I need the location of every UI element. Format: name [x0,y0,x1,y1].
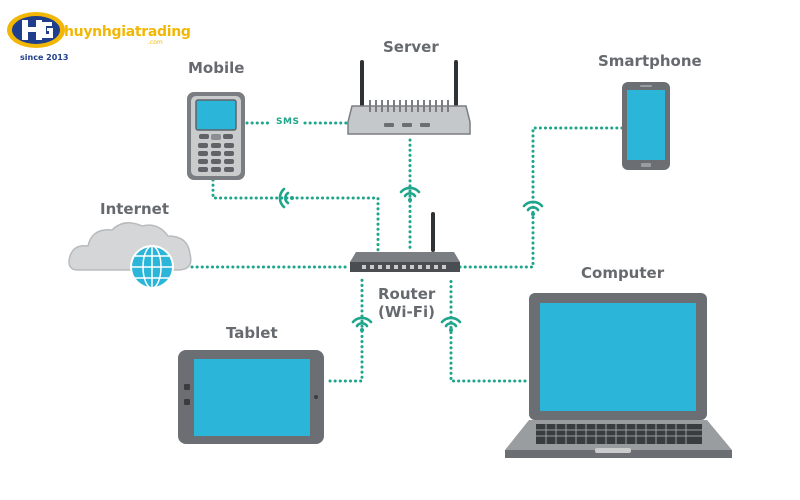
smartphone-icon [622,82,670,170]
label-mobile: Mobile [188,59,245,77]
link-computer-router [449,278,527,383]
server-icon [347,60,471,135]
wifi-symbol-tablet [351,316,373,332]
link-tablet-router [328,278,364,383]
label-smartphone: Smartphone [598,52,702,70]
brand-mark-icon [7,12,65,48]
router-icon [350,212,460,272]
globe-icon [130,245,174,289]
label-router-line2: (Wi-Fi) [378,303,436,321]
wifi-symbol-server [399,186,421,202]
connection-lines [190,121,624,383]
label-router: Router (Wi-Fi) [378,285,436,321]
label-router-line1: Router [378,285,436,303]
label-internet: Internet [100,200,170,218]
brand-since: since 2013 [20,53,69,62]
mobile-phone-icon [187,92,245,180]
label-tablet: Tablet [226,324,278,342]
label-computer: Computer [581,264,665,282]
wifi-symbol-computer [440,316,462,332]
label-server: Server [383,38,439,56]
tablet-icon [178,350,324,444]
link-mobile-router [211,178,380,254]
label-sms-link: SMS [276,117,300,127]
link-smartphone-router [458,126,624,269]
brand-name: huynhgiatrading [64,24,191,40]
brand-domain: .com [148,39,163,46]
wifi-symbol-mobile [278,187,294,209]
computer-laptop-icon [505,293,732,458]
wifi-symbol-smartphone [522,200,544,216]
brand-logo: huynhgiatrading .com since 2013 [6,8,191,62]
